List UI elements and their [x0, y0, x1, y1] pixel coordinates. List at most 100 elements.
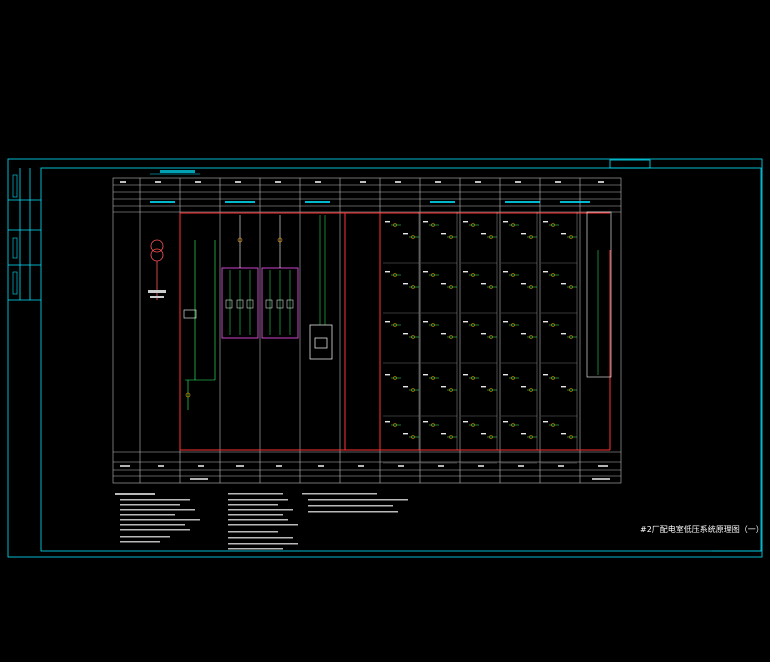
feeder-label-block: [543, 321, 548, 323]
breaker-icon: [489, 235, 493, 239]
breaker-icon: [411, 285, 415, 289]
capacitor-group-1: [221, 267, 259, 339]
feeder-label-block: [423, 221, 428, 223]
feeder-label-block: [423, 374, 428, 376]
breaker-icon: [431, 323, 435, 327]
feeder-label-block: [463, 421, 468, 423]
breaker-icon: [569, 335, 573, 339]
feeder-label-block: [543, 271, 548, 273]
feeder-label-block: [423, 421, 428, 423]
feeder-label-block: [441, 283, 446, 285]
feeder-label-block: [441, 386, 446, 388]
feeder-label-block: [481, 386, 486, 388]
breaker-icon: [511, 323, 515, 327]
breaker-icon: [489, 388, 493, 392]
breaker-icon: [551, 323, 555, 327]
breaker-icon: [551, 273, 555, 277]
breaker-icon: [449, 285, 453, 289]
breaker-icon: [393, 376, 397, 380]
breaker-icon: [511, 273, 515, 277]
breaker-icon: [529, 388, 533, 392]
breaker-icon: [431, 376, 435, 380]
breaker-icon: [471, 423, 475, 427]
breaker-icon: [431, 273, 435, 277]
breaker-icon: [569, 435, 573, 439]
breaker-icon: [393, 423, 397, 427]
feeder-label-block: [385, 374, 390, 376]
transformer-symbol: [148, 239, 166, 300]
breaker-icon: [529, 285, 533, 289]
breaker-icon: [569, 235, 573, 239]
breaker-icon: [551, 223, 555, 227]
drawing-title: #2厂配电室低压系统原理图（一）: [640, 525, 764, 534]
feeder-label-block: [521, 233, 526, 235]
breaker-icon: [489, 435, 493, 439]
breaker-icon: [471, 223, 475, 227]
feeder-label-block: [481, 233, 486, 235]
feeder-label-block: [503, 271, 508, 273]
breaker-icon: [529, 235, 533, 239]
feeder-label-block: [543, 421, 548, 423]
feeder-label-block: [543, 374, 548, 376]
breaker-icon: [411, 235, 415, 239]
breaker-icon: [471, 273, 475, 277]
feeder-label-block: [561, 386, 566, 388]
main-busbar: [179, 212, 611, 451]
notes-block: [115, 493, 408, 550]
feeder-label-block: [385, 421, 390, 423]
breaker-icon: [411, 388, 415, 392]
feeder-label-block: [463, 271, 468, 273]
feeder-label-block: [521, 333, 526, 335]
feeder-label-block: [463, 374, 468, 376]
feeder-label-block: [521, 283, 526, 285]
breaker-icon: [431, 223, 435, 227]
breaker-icon: [551, 376, 555, 380]
feeder-label-block: [463, 321, 468, 323]
feeder-label-block: [481, 433, 486, 435]
feeder-label-block: [561, 233, 566, 235]
header-row-labels: [120, 181, 604, 183]
feeder-label-block: [561, 433, 566, 435]
breaker-icon: [511, 223, 515, 227]
feeder-label-block: [463, 221, 468, 223]
breaker-icon: [511, 423, 515, 427]
feeder-label-block: [403, 283, 408, 285]
bottom-row-labels: [120, 465, 610, 480]
breaker-icon: [489, 335, 493, 339]
bus-tie-unit: [309, 215, 333, 360]
breaker-icon: [529, 435, 533, 439]
feeder-label-block: [423, 271, 428, 273]
feeder-label-block: [441, 433, 446, 435]
breaker-icon: [529, 335, 533, 339]
system-table: [112, 177, 622, 484]
breaker-icon: [569, 285, 573, 289]
left-strip-labels: [12, 174, 18, 295]
feeder-label-block: [481, 333, 486, 335]
feeder-label-block: [385, 321, 390, 323]
breaker-icon: [449, 335, 453, 339]
feeder-label-block: [403, 386, 408, 388]
feeder-label-block: [385, 271, 390, 273]
feeder-label-block: [481, 283, 486, 285]
breaker-icon: [471, 323, 475, 327]
feeder-label-block: [561, 283, 566, 285]
right-incoming: [586, 211, 612, 378]
incoming-feeder: [183, 240, 216, 410]
header-row-labels-2: [150, 201, 590, 203]
feeder-label-block: [503, 221, 508, 223]
feeder-label-block: [503, 374, 508, 376]
breaker-icon: [449, 388, 453, 392]
feeder-label-block: [403, 333, 408, 335]
header-tag: [150, 170, 200, 175]
feeder-label-block: [543, 221, 548, 223]
feeder-label-block: [521, 433, 526, 435]
feeder-label-block: [441, 333, 446, 335]
feeder-label-block: [403, 233, 408, 235]
breaker-icon: [393, 273, 397, 277]
breaker-icon: [411, 335, 415, 339]
breaker-icon: [471, 376, 475, 380]
capacitor-breakers: [237, 215, 283, 268]
capacitor-group-2: [261, 267, 299, 339]
feeder-label-block: [503, 421, 508, 423]
